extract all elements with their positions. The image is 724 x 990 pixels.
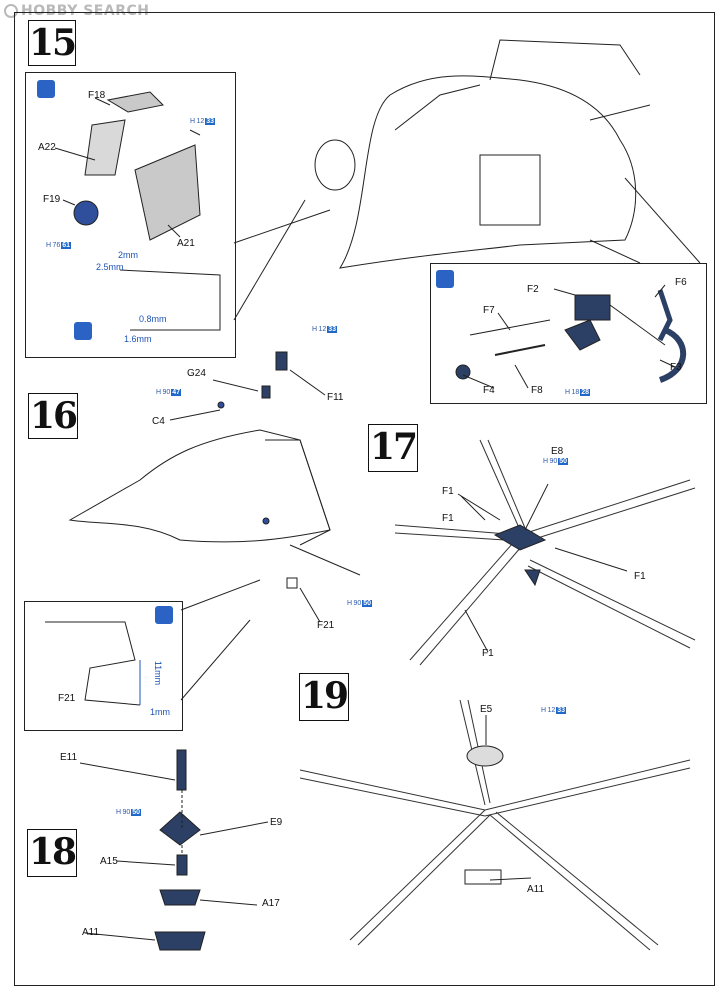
part-label-E9: E9 <box>270 817 283 828</box>
paint-brush-icon <box>436 270 454 288</box>
dimension-label: 1mm <box>150 707 170 717</box>
part-label-F4: F4 <box>483 385 495 396</box>
part-label-F1: F1 <box>482 648 494 659</box>
dimension-label: 11mm <box>153 660 164 686</box>
instruction-sheet-frame <box>14 12 715 986</box>
part-label-F21: F21 <box>58 693 76 704</box>
dimension-label: 2.5mm <box>96 262 124 272</box>
hobby-search-watermark: HOBBY SEARCH <box>4 3 149 19</box>
logo-icon <box>4 4 18 18</box>
part-label-C4: C4 <box>152 416 165 427</box>
part-label-A22: A22 <box>38 142 56 153</box>
dimension-label: 1.6mm <box>124 334 152 344</box>
watermark-text: HOBBY SEARCH <box>21 3 150 19</box>
part-label-F3: F3 <box>670 362 682 373</box>
dimension-label: 0.8mm <box>139 314 167 324</box>
step-19-number: 19 <box>299 673 349 721</box>
part-label-F21: F21 <box>317 620 335 631</box>
part-label-E11: E11 <box>60 752 78 763</box>
step-15-number: 15 <box>28 20 77 66</box>
part-label-F1: F1 <box>634 571 646 582</box>
part-label-F11: F11 <box>327 392 344 403</box>
part-label-F7: F7 <box>483 305 495 316</box>
part-label-A11: A11 <box>527 884 545 895</box>
part-label-A21: A21 <box>177 238 195 249</box>
part-label-F1: F1 <box>442 486 454 497</box>
part-label-A17: A17 <box>262 898 280 909</box>
paint-brush-icon <box>37 80 55 98</box>
part-label-F6: F6 <box>675 277 687 288</box>
step-15-detail-inset <box>25 72 236 358</box>
paint-brush-icon <box>155 606 173 624</box>
part-label-F18: F18 <box>88 90 106 101</box>
part-label-A11: A11 <box>82 927 100 938</box>
step-17-number: 17 <box>368 424 418 472</box>
decal-icon <box>74 322 92 340</box>
part-label-F8: F8 <box>531 385 543 396</box>
part-label-E5: E5 <box>480 704 493 715</box>
part-label-E8: E8 <box>551 446 564 457</box>
step-16-number: 16 <box>28 393 78 439</box>
part-label-F1: F1 <box>442 513 454 524</box>
part-label-A15: A15 <box>100 856 118 867</box>
step-18-number: 18 <box>27 829 77 877</box>
dimension-label: 2mm <box>118 250 138 260</box>
part-label-G24: G24 <box>187 368 206 379</box>
part-label-F19: F19 <box>43 194 61 205</box>
part-label-F2: F2 <box>527 284 539 295</box>
